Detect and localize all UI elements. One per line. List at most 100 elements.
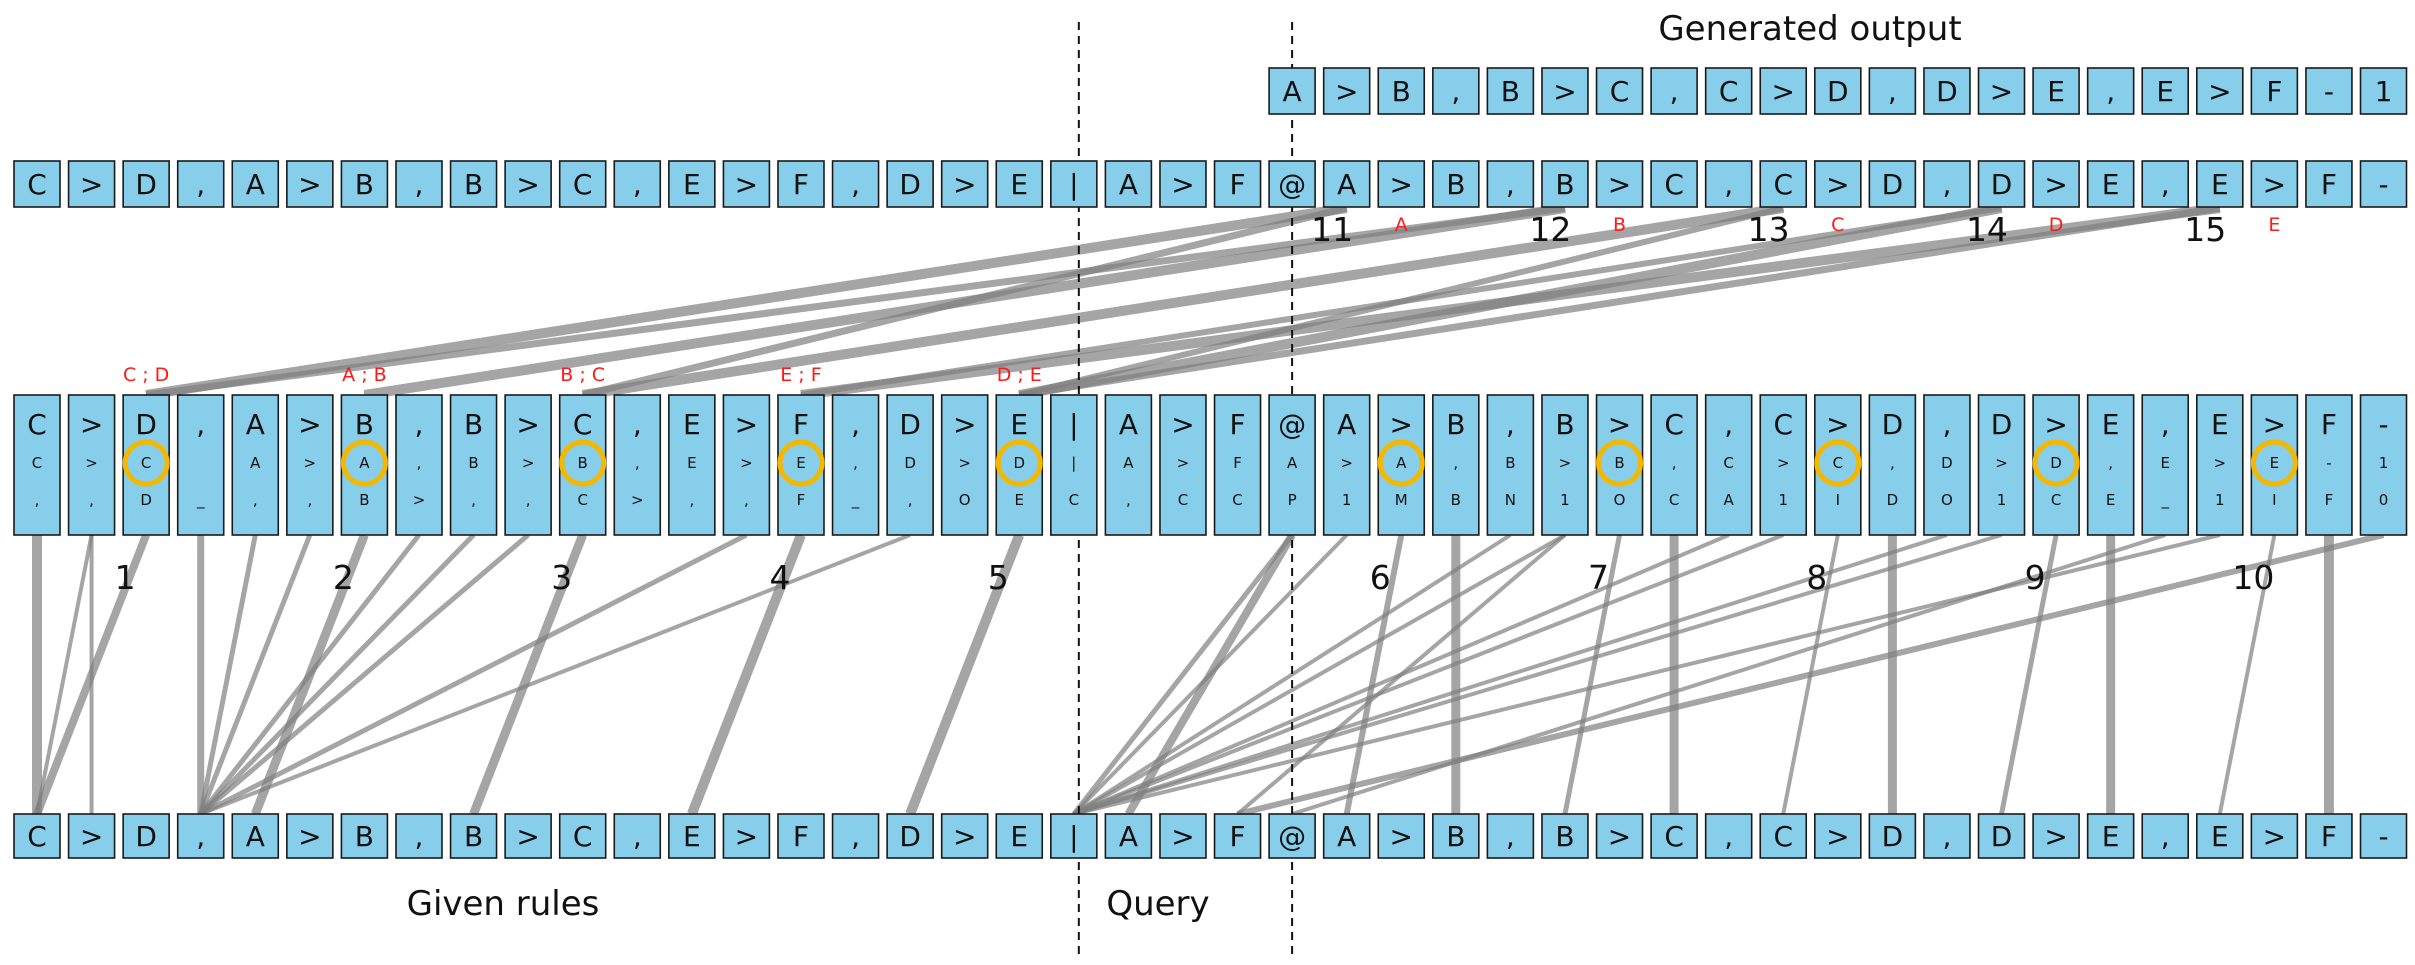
token-main-label: @ <box>1278 408 1306 441</box>
token-label: E <box>2211 168 2229 201</box>
token-box <box>1814 67 1862 115</box>
token-sub-label: A <box>1396 454 1407 472</box>
token-sub-label: , <box>1890 454 1895 472</box>
token-box <box>1868 67 1917 115</box>
generated-token: 1 <box>2359 67 2408 115</box>
attention-line <box>198 533 476 816</box>
middle-token: ,CA <box>1704 394 1753 536</box>
token-box <box>1814 160 1862 208</box>
token-box <box>940 160 989 208</box>
token-sub-label: , <box>89 491 94 509</box>
token-main-label: C <box>1664 408 1684 441</box>
token-label: > <box>2263 168 2286 201</box>
token-label: F <box>2321 820 2337 853</box>
input-sequence-top-row: C>D,A>B,B>C,E>F,D>E|A>F@A>B,B>C,C>D,D>E,… <box>13 160 2408 208</box>
token-sub-label: - <box>2326 454 2331 472</box>
token-main-label: A <box>246 408 265 441</box>
token-box <box>1486 394 1535 536</box>
middle-token: ,_ <box>176 394 225 536</box>
input-top-token: > <box>1159 160 1207 208</box>
token-label: > <box>735 168 758 201</box>
input-top-token: D <box>1977 160 2026 208</box>
middle-token: >EI <box>2250 394 2299 536</box>
token-box <box>1050 394 1098 536</box>
token-box <box>340 813 389 859</box>
input-bottom-token: > <box>1159 813 1207 859</box>
token-sub-label: > <box>1995 454 2008 472</box>
input-top-token: > <box>67 160 116 208</box>
token-box <box>2250 67 2299 115</box>
input-bottom-token: > <box>1595 813 1644 859</box>
attention-line <box>581 203 1785 400</box>
input-bottom-token: @ <box>1268 813 1316 859</box>
token-box <box>1213 813 1262 859</box>
step-number: 13 <box>1748 210 1790 249</box>
token-label: > <box>516 168 539 201</box>
attention-line <box>1071 533 1295 816</box>
token-label: > <box>1390 820 1413 853</box>
generated-token: > <box>1759 67 1808 115</box>
input-top-token: F <box>1213 160 1262 208</box>
middle-token: A>1 <box>1322 394 1371 536</box>
token-label: > <box>516 820 539 853</box>
input-top-token: > <box>2032 160 2080 208</box>
token-box <box>1268 813 1316 859</box>
input-bottom-token: D <box>122 813 170 859</box>
token-box <box>67 160 116 208</box>
token-box <box>1432 394 1480 536</box>
token-main-label: F <box>2321 408 2337 441</box>
token-box <box>1923 813 1971 859</box>
token-label: > <box>1608 168 1631 201</box>
generated-token: A <box>1268 67 1316 115</box>
token-label: > <box>953 820 976 853</box>
token-sub-label: > <box>1559 454 1572 472</box>
red-annotation: C ; D <box>123 364 169 386</box>
token-sub-label: I <box>2272 491 2276 509</box>
token-box <box>286 160 334 208</box>
token-box <box>831 813 880 859</box>
generated-token: , <box>2086 67 2135 115</box>
token-label: A <box>246 168 265 201</box>
token-box <box>1104 160 1153 208</box>
token-box <box>231 394 280 536</box>
input-top-token: A <box>1104 160 1153 208</box>
token-label: D <box>1827 75 1849 108</box>
token-box <box>2141 160 2190 208</box>
input-bottom-token: B <box>1541 813 1589 859</box>
token-sub-label: , <box>1672 454 1677 472</box>
input-bottom-token: C <box>1650 813 1698 859</box>
token-box <box>2196 67 2244 115</box>
token-sub-label: , <box>908 491 913 509</box>
middle-token: F-F <box>2305 394 2353 536</box>
token-sub-label: B <box>359 491 369 509</box>
token-sub-label: A <box>1724 491 1735 509</box>
middle-token: AA, <box>1104 394 1153 536</box>
input-bottom-token: A <box>231 813 280 859</box>
middle-token: >>C <box>1159 394 1207 536</box>
token-label: E <box>2102 820 2120 853</box>
token-box <box>231 813 280 859</box>
token-label: , <box>415 820 424 853</box>
token-box <box>1486 813 1535 859</box>
attention-line <box>687 533 806 816</box>
token-sub-label: D <box>904 454 916 472</box>
token-sub-label: D <box>1013 454 1025 472</box>
token-label: B <box>464 168 483 201</box>
token-main-label: , <box>196 408 205 441</box>
input-top-token: D <box>122 160 170 208</box>
input-top-token: @ <box>1268 160 1316 208</box>
token-sub-label: > <box>413 491 426 509</box>
token-sub-label: > <box>522 454 535 472</box>
token-main-label: > <box>298 408 321 441</box>
input-bottom-token: , <box>1923 813 1971 859</box>
highlight-circle <box>122 439 170 487</box>
token-label: > <box>953 168 976 201</box>
red-annotation: A <box>1395 214 1408 236</box>
token-sub-label: > <box>1340 454 1353 472</box>
token-main-label: C <box>27 408 47 441</box>
token-sub-label: A <box>359 454 370 472</box>
attention-line <box>2217 534 2277 815</box>
token-sub-label: , <box>689 491 694 509</box>
token-label: F <box>1229 820 1245 853</box>
token-label: > <box>80 168 103 201</box>
